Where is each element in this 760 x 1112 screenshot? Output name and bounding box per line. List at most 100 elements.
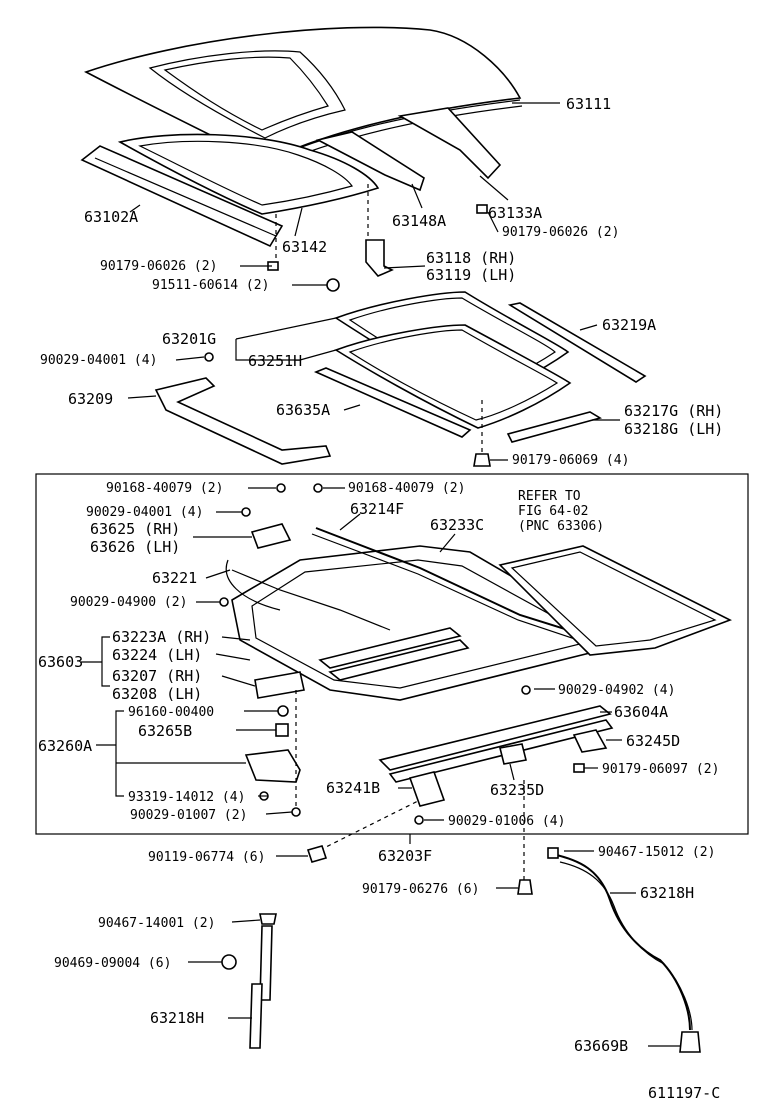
- label-63209: 63209: [68, 390, 113, 408]
- label-91511: 91511-60614 (2): [152, 278, 269, 293]
- label-90029-04902: 90029-04902 (4): [558, 683, 675, 698]
- label-63635A: 63635A: [276, 401, 330, 419]
- clamp-90467-15012: [547, 847, 559, 859]
- motor-63260A: [244, 749, 301, 783]
- label-63133A: 63133A: [488, 204, 542, 222]
- clip-90119: [306, 845, 328, 863]
- screw-90168-a: [276, 483, 286, 493]
- part-labels: 63111 63102A 63142 63148A 63133A 90179-0…: [38, 95, 723, 1102]
- label-90467-14001: 90467-14001 (2): [98, 916, 215, 931]
- label-90179-06276: 90179-06276 (6): [362, 882, 479, 897]
- label-63218G: 63218G (LH): [624, 420, 723, 438]
- label-90029-01007: 90029-01007 (2): [130, 808, 247, 823]
- clip-91511: [326, 278, 340, 292]
- label-63625: 63625 (RH): [90, 520, 180, 538]
- figure-code: 611197-C: [648, 1084, 720, 1102]
- label-90029-04001-b: 90029-04001 (4): [86, 505, 203, 520]
- label-90029-04001-a: 90029-04001 (4): [40, 353, 157, 368]
- label-63265B: 63265B: [138, 722, 192, 740]
- label-63233C: 63233C: [430, 516, 484, 534]
- sunroof-housing-frame: [117, 133, 380, 215]
- sunroof-glass-assembly: [334, 291, 572, 429]
- screw-90029-01007: [291, 807, 301, 817]
- label-63217G: 63217G (RH): [624, 402, 723, 420]
- label-90168-a: 90168-40079 (2): [106, 481, 223, 496]
- deflector-link-63209: [154, 377, 332, 465]
- label-63119: 63119 (LH): [426, 266, 516, 284]
- label-63669B: 63669B: [574, 1037, 628, 1055]
- deflector-63635A: [313, 367, 472, 438]
- label-63251H: 63251H: [248, 352, 302, 370]
- label-63245D: 63245D: [626, 732, 680, 750]
- label-90179-06026-a: 90179-06026 (2): [100, 259, 217, 274]
- drain-hose-left-lower: [249, 983, 263, 1049]
- label-63118: 63118 (RH): [426, 249, 516, 267]
- bracket-63625: [250, 523, 292, 549]
- refer-line-1: REFER TO: [518, 489, 581, 504]
- label-63102A: 63102A: [84, 208, 138, 226]
- front-header-panel: [80, 145, 284, 248]
- label-63218H-right: 63218H: [640, 884, 694, 902]
- drain-hose-right: [551, 853, 691, 1031]
- drain-end-63669B: [679, 1031, 701, 1053]
- label-63604A: 63604A: [614, 703, 668, 721]
- label-63221: 63221: [152, 569, 197, 587]
- roof-reinforcement: [315, 131, 425, 192]
- weatherstrip-63219A: [507, 302, 647, 383]
- label-63235D: 63235D: [490, 781, 544, 799]
- block-63241B: [408, 771, 446, 807]
- label-90179-06069: 90179-06069 (4): [512, 453, 629, 468]
- bracket-63118: [365, 239, 394, 277]
- refer-line-2: FIG 64-02: [518, 504, 588, 519]
- label-90029-04900: 90029-04900 (2): [70, 595, 187, 610]
- clamp-90467-14001: [259, 913, 277, 925]
- nut-90179-06276: [517, 879, 533, 895]
- label-63201G: 63201G: [162, 330, 216, 348]
- label-90179-06026-b: 90179-06026 (2): [502, 225, 619, 240]
- label-63111: 63111: [566, 95, 611, 113]
- assembly-63203F-box: [35, 473, 749, 835]
- screw-90029-04001-b: [241, 507, 251, 517]
- collar-96160: [277, 705, 289, 717]
- roof-rail-reinforcement: [397, 107, 502, 180]
- label-90168-b: 90168-40079 (2): [348, 481, 465, 496]
- label-90119: 90119-06774 (6): [148, 850, 265, 865]
- label-63218H-left: 63218H: [150, 1009, 204, 1027]
- bracket-63217G: [506, 411, 603, 443]
- label-63203F: 63203F: [378, 847, 432, 865]
- bracket-63235D: [499, 743, 527, 765]
- label-63214F: 63214F: [350, 500, 404, 518]
- nut-90179-06097: [573, 763, 585, 773]
- label-90179-06097: 90179-06097 (2): [602, 762, 719, 777]
- bracket-63245D: [572, 729, 608, 753]
- sunroof-frame-assembly: [225, 527, 732, 783]
- screw-90029-04900: [219, 597, 229, 607]
- screw-90168-b: [313, 483, 323, 493]
- nut-90179-b: [476, 204, 488, 214]
- label-63224: 63224 (LH): [112, 646, 202, 664]
- gear-63265B: [275, 723, 289, 737]
- label-63207: 63207 (RH): [112, 667, 202, 685]
- drain-hose-left-upper: [259, 925, 273, 1001]
- label-63241B: 63241B: [326, 779, 380, 797]
- screw-90029-04001-a: [204, 352, 214, 362]
- label-90029-01006: 90029-01006 (4): [448, 814, 565, 829]
- label-63223A: 63223A (RH): [112, 628, 211, 646]
- clip-90469: [221, 954, 237, 970]
- nut-90179-06069: [473, 453, 491, 467]
- label-90469: 90469-09004 (6): [54, 956, 171, 971]
- label-96160: 96160-00400: [128, 705, 214, 720]
- label-63603: 63603: [38, 653, 83, 671]
- label-63208: 63208 (LH): [112, 685, 202, 703]
- label-63148A: 63148A: [392, 212, 446, 230]
- screw-90029-01006: [414, 815, 424, 825]
- label-93319: 93319-14012 (4): [128, 790, 245, 805]
- screw-90029-04902: [521, 685, 531, 695]
- label-63142: 63142: [282, 238, 327, 256]
- label-63260A: 63260A: [38, 737, 92, 755]
- refer-line-3: (PNC 63306): [518, 519, 604, 534]
- label-63219A: 63219A: [602, 316, 656, 334]
- label-63626: 63626 (LH): [90, 538, 180, 556]
- label-90467-15012: 90467-15012 (2): [598, 845, 715, 860]
